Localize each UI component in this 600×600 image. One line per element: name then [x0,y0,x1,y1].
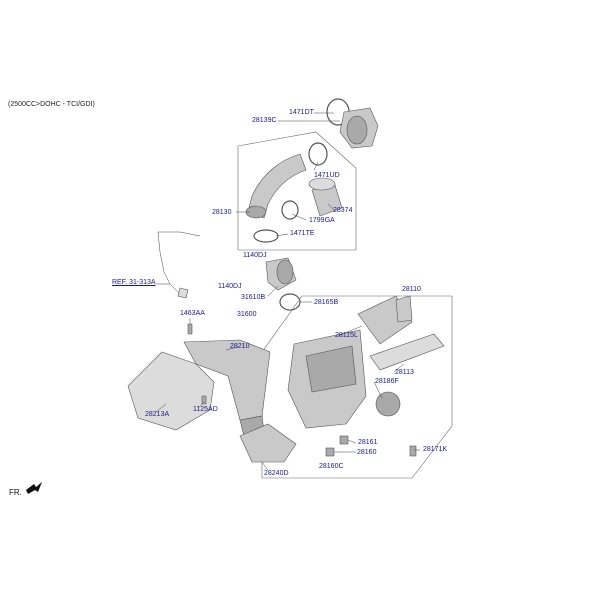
callout-28210: 28210 [230,343,250,350]
callout-28213a: 28213A [145,411,170,418]
callout-28374: 28374 [333,207,353,214]
callout-28113: 28113 [395,369,414,376]
clamp-1471ud [308,142,328,166]
filter-element-28113 [369,333,445,371]
callout-28161: 28161 [358,439,378,446]
callout-28130: 28130 [212,209,232,216]
air-cleaner-outlet [375,391,401,417]
air-cleaner-inlet [305,345,357,393]
leader-28240d [261,461,269,471]
bolt-1125ad [201,395,207,405]
lower-group-frame [261,295,453,479]
callout-28186f: 28186F [375,378,399,385]
leader-1471ud [313,161,319,171]
callout-1463aa: 1463AA [180,310,205,317]
leader-1471te [275,233,289,237]
sensor-ring [276,259,294,285]
callout-28171k: 28171K [423,446,448,453]
breather-hose-top [158,231,201,237]
upper-group-frame [237,131,357,251]
callout-28115l: 28115L [335,332,358,339]
callout-28160: 28160 [357,449,377,456]
leader-28374 [327,203,335,211]
callout-1471ud: 1471UD [314,172,340,179]
leader-28213a [155,403,167,413]
callout-28139c: 28139C [252,117,277,124]
callout-1125ad: 1125AD [193,406,218,413]
bolt-28110 [395,295,413,323]
breather-connector [177,287,189,299]
leader-28186f [373,381,383,399]
front-arrow-icon [26,482,42,494]
leader-1125ad [197,401,205,409]
callout-28240d: 28240D [264,470,289,477]
leader-31610b [267,285,279,297]
leader-28161 [347,439,357,444]
air-guide-28213a [127,351,215,431]
callout-1799ga: 1799GA [309,217,335,224]
callout-31610b: 31610B [241,294,266,301]
callout-1140dj-a: 1140DJ [243,252,267,259]
callout-28110: 28110 [402,286,421,293]
front-direction-label: FR. [9,488,22,497]
leader-28210 [225,346,239,351]
reference-link[interactable]: REF. 31-313A [112,279,156,286]
callout-1471dt: 1471DT [289,109,314,116]
lower-duct-28240d [239,423,297,463]
leader-28115l [337,325,363,337]
bolt-1463aa [187,323,193,335]
callout-28165b: 28165B [314,299,339,306]
mount-28161 [339,435,349,445]
callout-31600: 31600 [237,311,257,318]
leader-28113 [393,363,405,373]
clamp-28165b [279,293,301,311]
resonator-top [308,177,336,191]
clamp-1799ga [281,200,299,220]
clamp-1471te [253,229,279,243]
clamp-28171k [409,445,417,457]
leader-1799ga [291,213,307,221]
breather-hose [157,231,181,295]
mount-28160 [325,447,335,457]
callout-1140dj-b: 1140DJ [218,283,242,290]
engine-spec-header: (2500CC>DOHC - TCI/GDI) [8,101,95,108]
callout-1471te: 1471TE [290,230,315,237]
callout-28160c: 28160C [319,463,344,470]
air-flow-housing-ring [346,115,368,145]
